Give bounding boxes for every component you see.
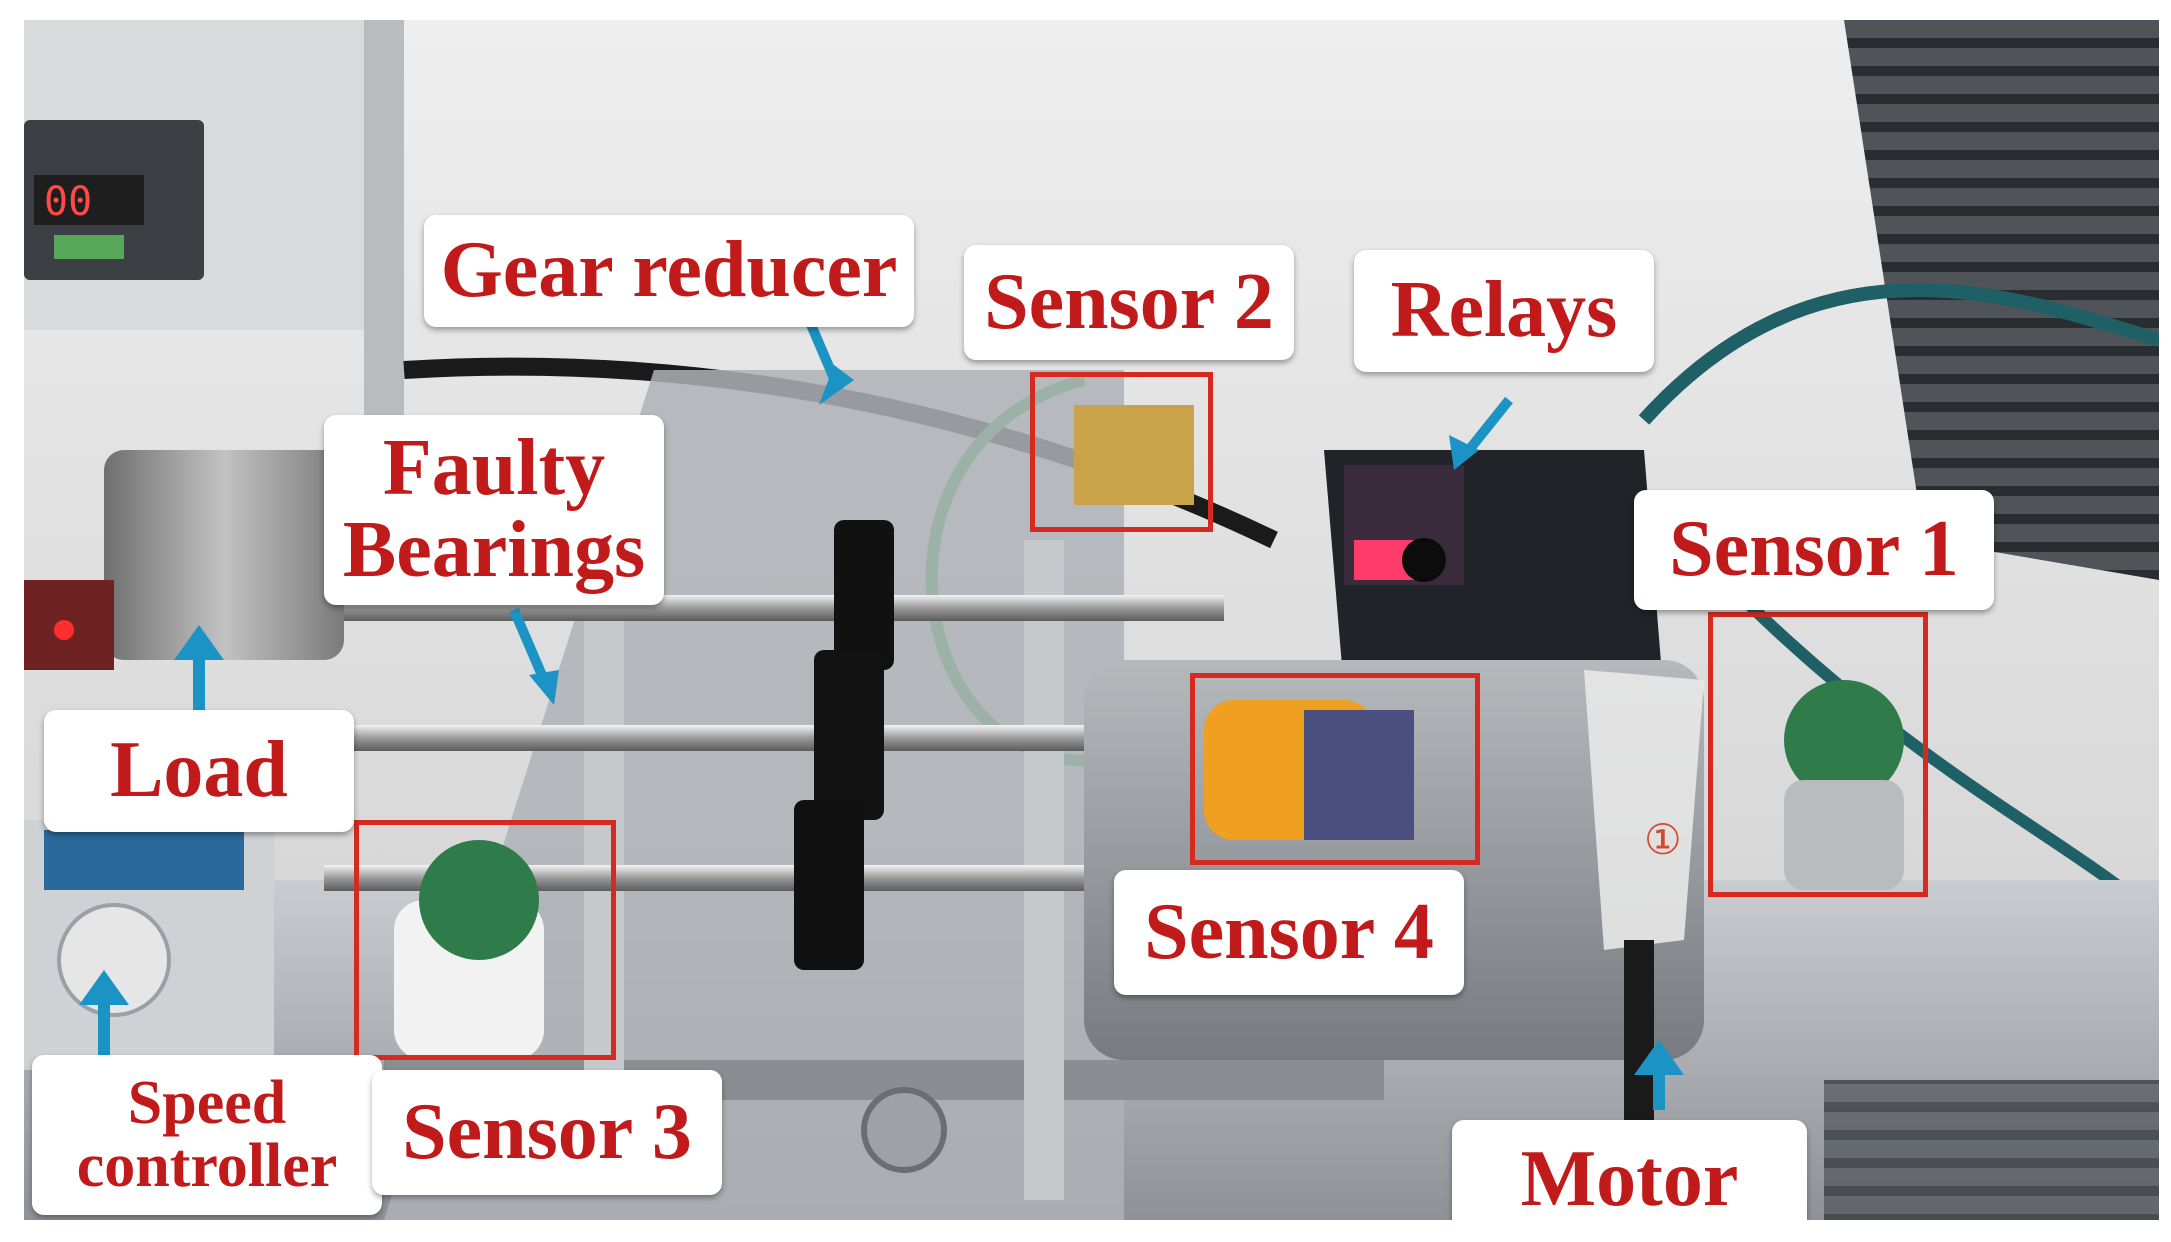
faulty-bearings-line1: Faulty: [382, 424, 606, 513]
relays-label: Relays: [1354, 250, 1654, 372]
speed-controller-label: Speed controller: [32, 1055, 382, 1215]
load-label: Load: [44, 710, 354, 832]
sensor-1-text: Sensor 1: [1669, 505, 1959, 594]
sensor-3-text: Sensor 3: [402, 1087, 692, 1176]
relays-text: Relays: [1390, 266, 1618, 355]
sensor-4-label: Sensor 4: [1114, 870, 1464, 995]
sensor-4-box: [1190, 673, 1480, 865]
faulty-bearings-line2: Bearings: [342, 506, 646, 594]
motor-label: Motor: [1452, 1120, 1807, 1220]
gear-reducer-label: Gear reducer: [424, 215, 914, 327]
motor-text: Motor: [1520, 1135, 1739, 1220]
svg-text:00: 00: [44, 179, 92, 225]
test-rig-photo: 00: [24, 20, 2159, 1220]
sensor-3-box: [354, 820, 616, 1060]
speed-controller-line2: controller: [76, 1132, 338, 1200]
gear-reducer-text: Gear reducer: [440, 226, 898, 315]
sensor-2-label: Sensor 2: [964, 245, 1294, 360]
sensor-3-label: Sensor 3: [372, 1070, 722, 1195]
position-marker: ①: [1644, 815, 1682, 864]
speed-controller-line1: Speed: [127, 1068, 287, 1137]
faulty-bearings-label: Faulty Bearings: [324, 415, 664, 605]
sensor-2-text: Sensor 2: [984, 257, 1274, 346]
sensor-1-label: Sensor 1: [1634, 490, 1994, 610]
load-text: Load: [110, 726, 288, 815]
sensor-2-box: [1030, 372, 1213, 532]
sensor-1-box: [1708, 612, 1928, 897]
sensor-4-text: Sensor 4: [1144, 887, 1434, 976]
